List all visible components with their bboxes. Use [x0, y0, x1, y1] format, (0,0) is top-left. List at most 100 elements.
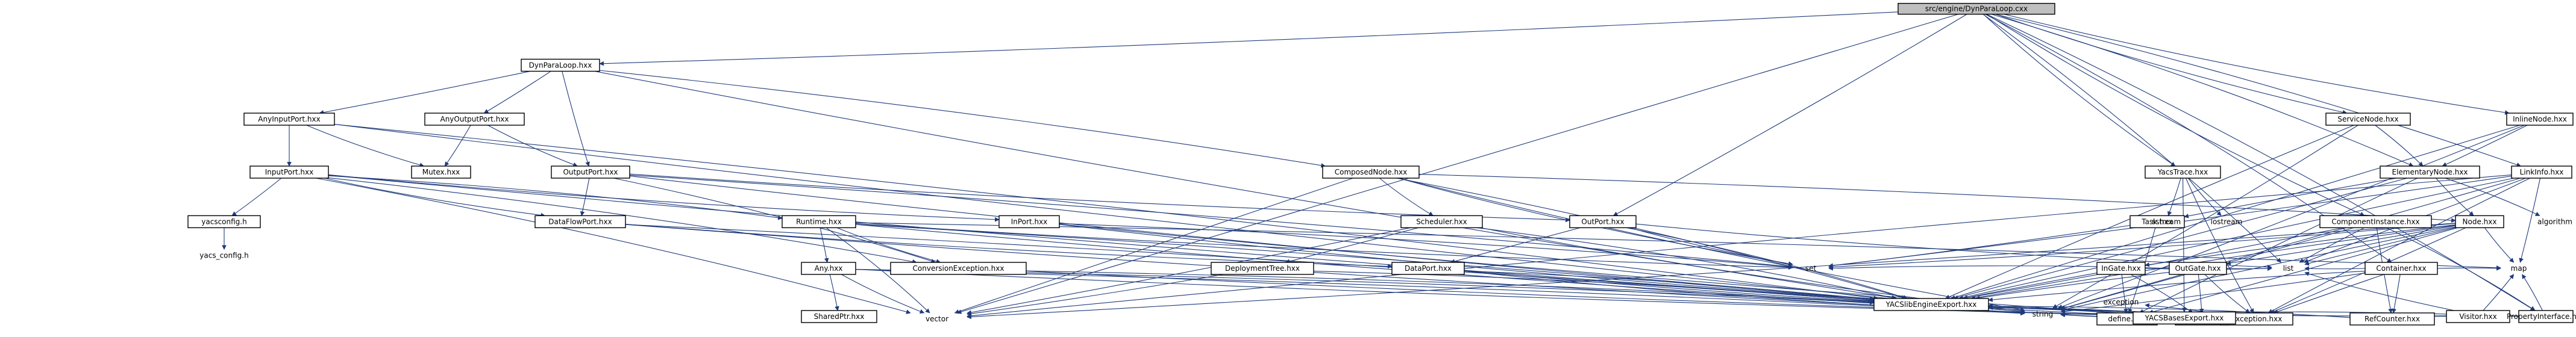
node-outgate[interactable]: OutGate.hxx [2169, 262, 2227, 275]
edge-ip-to-runtime [328, 175, 783, 220]
node-any[interactable]: Any.hxx [801, 262, 856, 275]
edge-outgate-to-yacslib [1975, 271, 2170, 300]
edge-inport-to-set [1059, 223, 1793, 270]
node-label-elemnode: ElementaryNode.hxx [2392, 168, 2468, 176]
edge-ip-to-dfp [324, 178, 546, 218]
edge-ip-to-vector [315, 178, 911, 314]
edge-node-to-yacslib [1970, 224, 2456, 300]
node-elemnode[interactable]: ElementaryNode.hxx [2380, 165, 2480, 179]
node-label-outgate: OutGate.hxx [2175, 264, 2220, 273]
node-label-svcnode: ServiceNode.hxx [2337, 115, 2398, 123]
node-cnode[interactable]: ComposedNode.hxx [1322, 165, 1420, 179]
edge-root-to-vector [956, 14, 1959, 314]
node-yacsbases[interactable]: YACSBasesExport.hxx [2133, 311, 2236, 325]
edge-inport-to-port [1059, 223, 2176, 319]
edge-cnode-to-scheduler [1379, 178, 1434, 216]
node-yacstrace[interactable]: YacsTrace.hxx [2145, 165, 2221, 179]
edge-dataport-to-yacslib [1464, 270, 1875, 303]
edge-linkinfo-to-exception [2267, 178, 2530, 314]
edge-yacstrace-to-iostream [2187, 178, 2222, 216]
node-visitor[interactable]: Visitor.hxx [2446, 310, 2510, 323]
node-exception[interactable]: Exception.hxx [2220, 312, 2293, 326]
edge-compinst-to-list [2299, 227, 2365, 263]
node-box-svcnode [2325, 113, 2411, 126]
node-algorithm: algorithm [2537, 217, 2572, 226]
node-container[interactable]: Container.hxx [2364, 262, 2438, 275]
node-label-yacscfg: yacsconfig.h [201, 217, 246, 226]
node-node[interactable]: Node.hxx [2455, 215, 2504, 229]
edge-outgate-to-list [2226, 266, 2272, 271]
node-dfp[interactable]: DataFlowPort.hxx [534, 215, 626, 229]
node-box-container [2364, 262, 2438, 275]
node-label-op: OutputPort.hxx [563, 168, 618, 176]
node-box-propiface [2518, 310, 2574, 323]
edge-outport-to-yacslib [1626, 227, 1908, 300]
node-label-visitor: Visitor.hxx [2459, 312, 2496, 321]
edge-node-to-map [2484, 227, 2515, 263]
edge-ip-to-inport [328, 174, 1000, 222]
node-task[interactable]: Task.hxx [2129, 215, 2185, 229]
edge-yacstrace-to-exception [2185, 178, 2254, 314]
node-convexc[interactable]: ConversionException.hxx [890, 262, 1027, 275]
edge-aip-to-yacslib [334, 123, 1879, 300]
edge-root-to-list [1982, 14, 2282, 263]
node-label-mutex: Mutex.hxx [422, 168, 460, 176]
edge-node-to-ingate [2145, 224, 2456, 267]
edge-scheduler-to-deptree [1285, 227, 1419, 264]
node-label-node: Node.hxx [2463, 217, 2497, 226]
node-refcounter[interactable]: RefCounter.hxx [2349, 312, 2435, 326]
node-label-root: src/engine/DynParaLoop.cxx [1925, 5, 2028, 13]
edge-runtime-to-map [855, 222, 2501, 270]
edge-runtime-to-any [819, 227, 829, 263]
node-label-inport: InPort.hxx [1011, 217, 1048, 226]
node-mutex[interactable]: Mutex.hxx [411, 165, 471, 179]
edge-node-to-outgate [2226, 225, 2456, 265]
edge-scheduler-to-yacslib [1477, 227, 1896, 300]
node-inport[interactable]: InPort.hxx [998, 215, 1060, 229]
edge-aop-to-mutex [444, 125, 471, 167]
node-box-node [2455, 215, 2504, 229]
edge-root-to-compinst [1986, 14, 2365, 217]
edge-cnode-to-yacslib [1396, 178, 1907, 300]
node-ingate[interactable]: InGate.hxx [2096, 262, 2146, 275]
node-propiface[interactable]: PropertyInterface.hxx [2507, 310, 2576, 323]
node-box-deptree [1211, 262, 1314, 275]
edge-compinst-to-yacslib [1963, 227, 2344, 300]
node-compinst[interactable]: ComponentInstance.hxx [2319, 215, 2432, 229]
edge-any-to-string [855, 269, 2025, 316]
node-ip[interactable]: InputPort.hxx [249, 165, 329, 179]
node-scheduler[interactable]: Scheduler.hxx [1400, 215, 1483, 229]
node-dataport[interactable]: DataPort.hxx [1391, 262, 1465, 275]
edge-aop-to-op [487, 125, 578, 167]
edge-dpl-to-op [562, 71, 590, 167]
edge-root-to-dpl [599, 11, 1899, 66]
edge-convexc-to-yacslib [1026, 270, 1875, 305]
node-deptree[interactable]: DeploymentTree.hxx [1211, 262, 1314, 275]
node-aip[interactable]: AnyInputPort.hxx [243, 113, 335, 126]
node-label-sharedptr: SharedPtr.hxx [814, 312, 865, 321]
node-yacscfg[interactable]: yacsconfig.h [187, 215, 261, 229]
edge-cnode-to-vector [954, 178, 1353, 314]
edge-refcounter-to-yacslib [1988, 304, 2351, 318]
edge-visitor-to-map [2483, 274, 2515, 311]
node-list: list [2283, 264, 2294, 273]
node-op[interactable]: OutputPort.hxx [551, 165, 630, 179]
node-box-ip [249, 165, 329, 179]
edge-container-to-exception [2273, 274, 2384, 314]
node-box-ingate [2096, 262, 2146, 275]
node-linkinfo[interactable]: LinkInfo.hxx [2511, 165, 2572, 179]
node-box-aop [424, 113, 525, 126]
node-aop[interactable]: AnyOutputPort.hxx [424, 113, 525, 126]
node-label-runtime: Runtime.hxx [796, 217, 842, 226]
node-yacslib[interactable]: YACSlibEngineExport.hxx [1873, 298, 1989, 311]
node-dpl[interactable]: DynParaLoop.hxx [521, 58, 600, 72]
node-runtime[interactable]: Runtime.hxx [782, 215, 856, 229]
node-svcnode[interactable]: ServiceNode.hxx [2325, 113, 2411, 126]
node-inlnode[interactable]: InlineNode.hxx [2506, 113, 2574, 126]
node-outport[interactable]: OutPort.hxx [1569, 215, 1637, 229]
node-label-aop: AnyOutputPort.hxx [440, 115, 509, 123]
node-root[interactable]: src/engine/DynParaLoop.cxx [1898, 2, 2055, 15]
node-label-dfp: DataFlowPort.hxx [548, 217, 612, 226]
node-box-yacstrace [2145, 165, 2221, 179]
node-sharedptr[interactable]: SharedPtr.hxx [801, 310, 877, 323]
